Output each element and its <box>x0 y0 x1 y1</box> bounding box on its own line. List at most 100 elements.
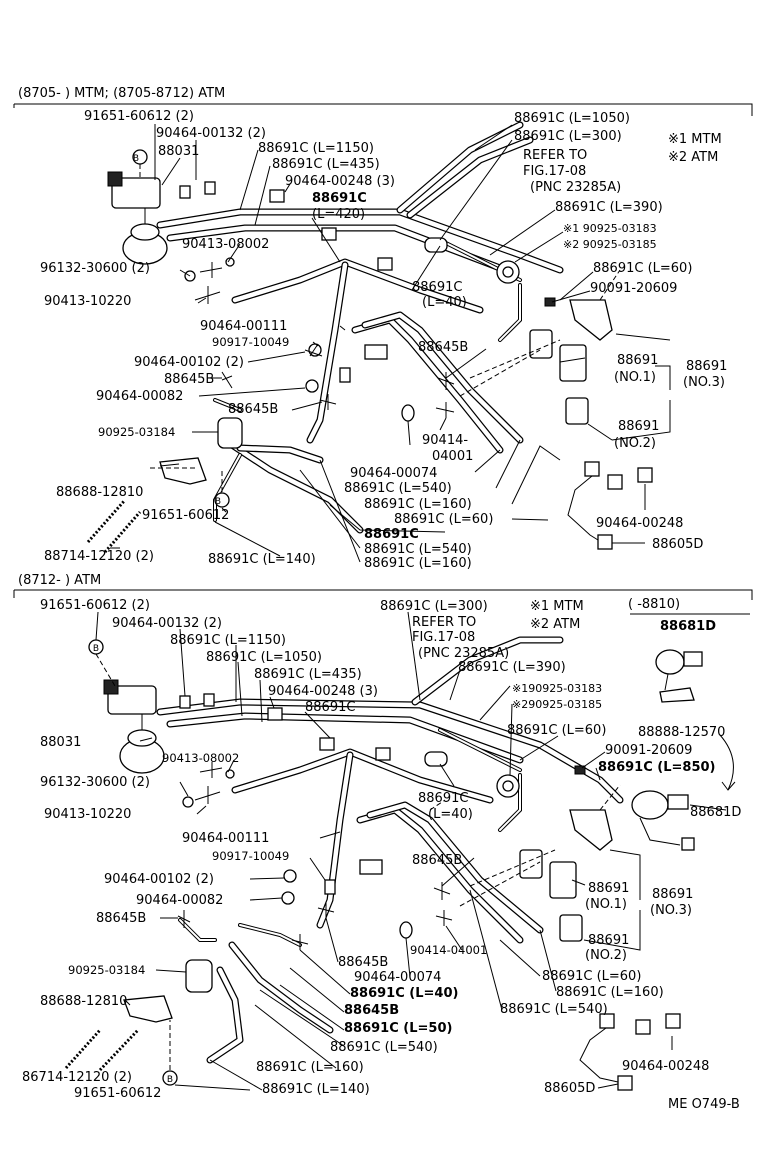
s1-90925-03184: 90925-03184 <box>98 425 175 439</box>
s1-88691-no2-code: 88691 <box>618 419 659 434</box>
s1-hose-clip <box>364 344 388 360</box>
s2-no3: (NO.3) <box>650 903 692 918</box>
s2-88691-no2-code: 88691 <box>588 933 629 948</box>
section-2-header: (8712- ) ATM <box>18 573 101 588</box>
s1-88691c-60-b: 88691C (L=60) <box>394 512 493 527</box>
s2-hose-clip <box>359 859 383 875</box>
s2-88691-no1-code: 88691 <box>588 881 629 896</box>
s2-inset-sensor <box>655 649 685 675</box>
s1-88645b-b: 88645B <box>228 402 278 417</box>
s1-vsv-no2 <box>565 397 589 425</box>
s2-90464-00111: 90464-00111 <box>182 831 269 846</box>
s2-vsv-88031 <box>107 685 157 715</box>
s1-legend-atm: ※2 ATM <box>668 150 718 165</box>
s2-vsv-no1 <box>549 861 577 899</box>
s1-88645b-c: 88645B <box>418 340 468 355</box>
s1-88691-no3-code: 88691 <box>686 359 727 374</box>
s2-88031: 88031 <box>40 735 81 750</box>
s2-90414: 90414-04001 <box>410 943 487 957</box>
s2-88688: 88688-12810 <box>40 994 127 1009</box>
s2-88645b-a: 88645B <box>96 911 146 926</box>
s1-88691c-300: 88691C (L=300) <box>514 129 622 144</box>
s1-88691c-140: 88691C (L=140) <box>208 552 316 567</box>
s2-circle-b-bottom: B <box>167 1075 173 1085</box>
s1-no3: (NO.3) <box>683 375 725 390</box>
s2-90464-00102: 90464-00102 (2) <box>104 872 214 887</box>
s1-90464-00248-3: 90464-00248 (3) <box>285 174 395 189</box>
s2-90925-03185: ※290925-03185 <box>512 698 602 711</box>
s2-inset-bracket <box>659 687 695 703</box>
s2-91651-bottom: 91651-60612 <box>74 1086 161 1101</box>
s2-bracket-88688 <box>123 995 173 1023</box>
s1-legend-mtm: ※1 MTM <box>668 132 722 147</box>
s1-90413-08002: 90413-08002 <box>182 237 269 252</box>
s2-88645b-d: 88645B <box>344 1003 399 1018</box>
s1-91651-bottom: 91651-60612 <box>142 508 229 523</box>
s2-90464-00132: 90464-00132 (2) <box>112 616 222 631</box>
s2-88691c-140: 88691C (L=140) <box>262 1082 370 1097</box>
s1-90464-00074: 90464-00074 <box>350 466 437 481</box>
s1-90464-00102: 90464-00102 (2) <box>134 355 244 370</box>
s2-fig: FIG.17-08 <box>412 630 475 645</box>
s2-88681d: 88681D <box>690 805 741 820</box>
s1-90413-10220: 90413-10220 <box>44 294 131 309</box>
s1-bracket <box>569 299 613 341</box>
s2-vsv-no2 <box>559 914 583 942</box>
s1-90464-00132: 90464-00132 (2) <box>156 126 266 141</box>
section-2: (8712- ) ATM ※1 MTM ※2 ATM ( -8810) <box>13 573 753 1101</box>
s2-88681d-inset: 88681D <box>660 619 716 634</box>
s1-91651-top: 91651-60612 (2) <box>84 109 194 124</box>
s1-88714: 88714-12120 (2) <box>44 549 154 564</box>
s2-90464-00074: 90464-00074 <box>354 970 441 985</box>
s1-04001: 04001 <box>432 449 473 464</box>
s1-filter-a <box>424 237 448 253</box>
s2-88691c-1150: 88691C (L=1150) <box>170 633 286 648</box>
s1-fig: FIG.17-08 <box>523 164 586 179</box>
s1-88691c-1150: 88691C (L=1150) <box>258 141 374 156</box>
s1-refer: REFER TO <box>523 148 587 163</box>
s2-88691c-160-a: 88691C (L=160) <box>556 985 664 1000</box>
s1-vsv-88031 <box>111 177 161 209</box>
s1-88691c-bold: 88691C <box>312 191 367 206</box>
s2-connector-a <box>599 1013 615 1029</box>
s1-circle-b-bottom: B <box>215 497 221 507</box>
s1-bracket-88688 <box>159 457 207 485</box>
section-2-frame <box>13 589 753 600</box>
s1-connector-88605d <box>597 534 613 550</box>
s2-components <box>64 639 736 1091</box>
s1-88691c-160-a: 88691C (L=160) <box>364 497 472 512</box>
s2-bracket <box>569 809 613 851</box>
s1-88688: 88688-12810 <box>56 485 143 500</box>
s2-88691c-540-b: 88691C (L=540) <box>330 1040 438 1055</box>
s1-90464-00248: 90464-00248 <box>596 516 683 531</box>
s2-88691c-1050: 88691C (L=1050) <box>206 650 322 665</box>
s2-88691c-390: 88691C (L=390) <box>458 660 566 675</box>
s2-90091-20609: 90091-20609 <box>605 743 692 758</box>
s1-l420: (L=420) <box>312 207 365 222</box>
s2-88645b-b: 88645B <box>412 853 462 868</box>
s2-pnc: (PNC 23285A) <box>418 646 509 661</box>
s2-clamp-a <box>267 707 283 721</box>
s2-legend-mtm: ※1 MTM <box>530 599 584 614</box>
s2-90464-00082: 90464-00082 <box>136 893 223 908</box>
s1-88691-no1-code: 88691 <box>617 353 658 368</box>
s2-88691c-160-b: 88691C (L=160) <box>256 1060 364 1075</box>
s1-l40: (L=40) <box>422 295 467 310</box>
s2-88691c-60: 88691C (L=60) <box>507 723 606 738</box>
s2-filter-a <box>424 751 448 767</box>
s2-88645b-c: 88645B <box>338 955 388 970</box>
s1-clamp-a <box>269 189 285 203</box>
s1-connector-a <box>584 461 600 477</box>
s2-circle-b-top: B <box>93 644 99 654</box>
s1-88605d: 88605D <box>652 537 703 552</box>
s1-pnc: (PNC 23285A) <box>530 180 621 195</box>
s1-no2: (NO.2) <box>614 436 656 451</box>
s2-leaders <box>95 611 727 1091</box>
s1-circle-b-top: B <box>133 154 139 164</box>
s2-90464-00248-3: 90464-00248 (3) <box>268 684 378 699</box>
s1-88031: 88031 <box>158 144 199 159</box>
s1-90917: 90917-10049 <box>212 335 289 349</box>
s2-90925-03184: 90925-03184 <box>68 963 145 977</box>
section-1-frame <box>13 103 753 116</box>
